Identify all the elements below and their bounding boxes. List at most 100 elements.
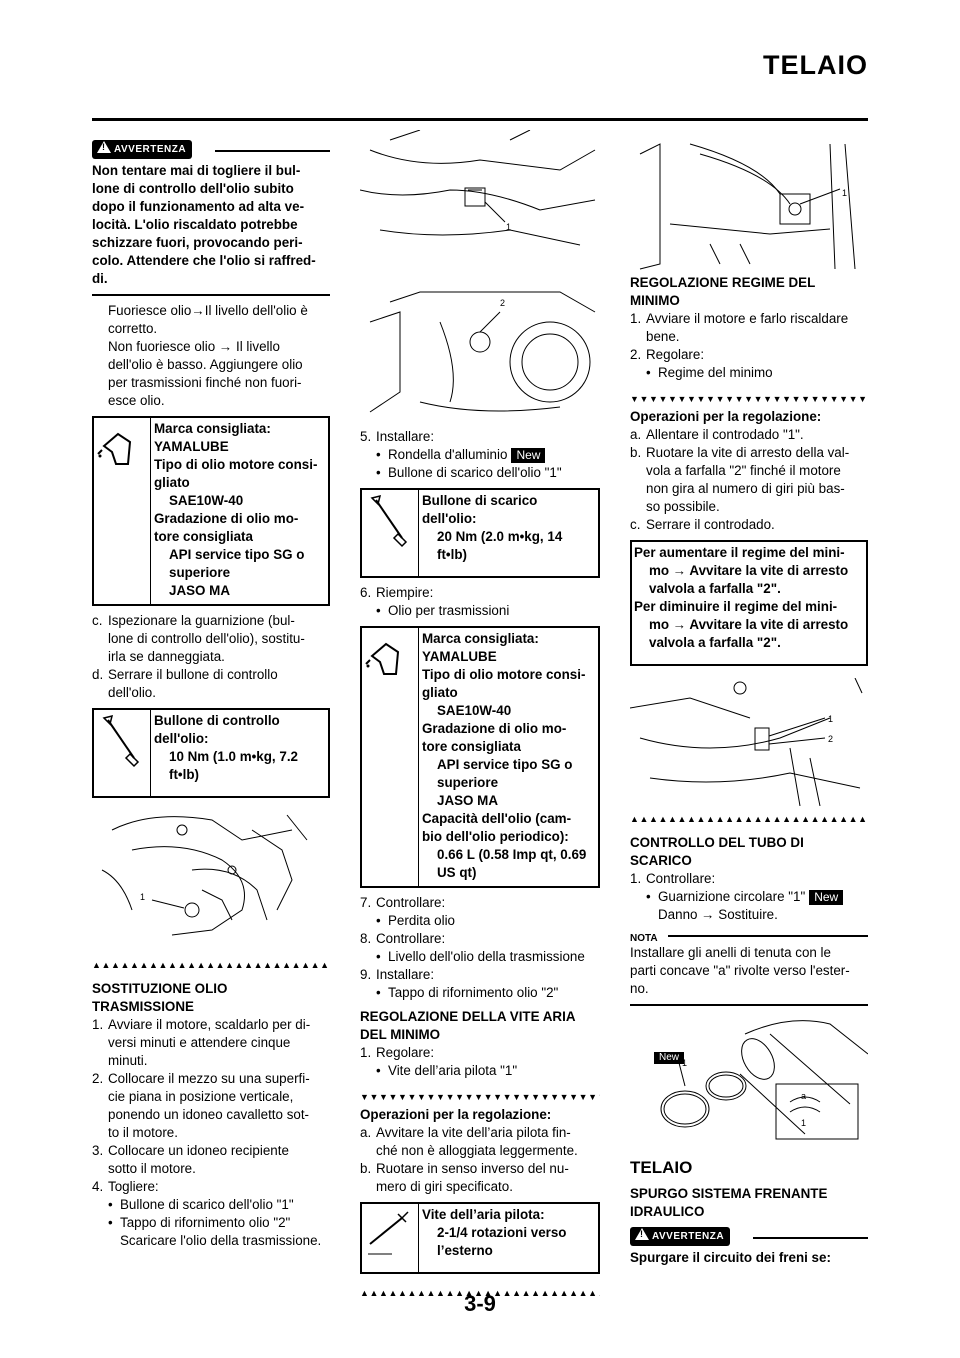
section-title-brake: SPURGO SISTEMA FRENANTE IDRAULICO (630, 1186, 828, 1219)
ops-divider-end: ▲▲▲▲▲▲▲▲▲▲▲▲▲▲▲▲▲▲▲▲▲▲▲▲▲▲▲▲▲ (630, 814, 868, 824)
idle-step-2: 2.Regolare: (630, 347, 705, 362)
figure-check-bolt: 1 (92, 810, 330, 950)
ops-title: Operazioni per la regolazione: (360, 1107, 552, 1122)
check-item: Livello dell'olio della trasmissione (360, 948, 600, 966)
throttle-illustration (629, 677, 863, 807)
check-item: Perdita olio (360, 912, 600, 930)
step-4: 4. Togliere: (92, 1179, 159, 1194)
exhaust-step-1: 1.Controllare: (630, 871, 716, 886)
op-b: b.Ruotare in senso inverso del nu-mero d… (360, 1161, 569, 1194)
callout-2: 2 (828, 734, 834, 744)
spec-box-oil-capacity: Marca consigliata: YAMALUBE Tipo di olio… (360, 626, 600, 888)
warning-text: Non tentare mai di togliere il bul- lone… (92, 163, 316, 286)
drain-text: Scaricare l'olio della trasmissione. (120, 1233, 322, 1248)
warning-icon (97, 141, 111, 153)
figure-drain-bolt: 1 (359, 129, 600, 270)
callout-1: 1 (828, 714, 834, 724)
remove-item: Bullone di scarico dell'olio "1" (92, 1196, 330, 1214)
callout-a: a (801, 1091, 807, 1101)
ops-divider-start: ▼▼▼▼▼▼▼▼▼▼▼▼▼▼▼▼▼▼▼▼▼▼▼▼▼▼▼▼▼ (630, 394, 868, 404)
op-a: a.Avvitare la vite dell’aria pilota fin-… (360, 1125, 578, 1158)
warning-rule (215, 150, 330, 152)
fill-item: Olio per trasmissioni (360, 602, 600, 620)
figure-idle: 1 (630, 134, 868, 274)
figure-gasket: New 1 a 1 (630, 1014, 869, 1149)
new-tag: New (654, 1052, 685, 1064)
op-a: a.Allentare il controdado "1". (630, 427, 804, 442)
adjust-item: Vite dell’aria pilota "1" (360, 1062, 600, 1080)
warning-badge: AVVERTENZA (92, 140, 193, 159)
step-d: d. Serrare il bullone di controllo dell'… (92, 667, 278, 700)
callout-1: 1 (801, 1118, 807, 1128)
callout-1: 1 (140, 892, 146, 902)
section-title-idle: REGOLAZIONE REGIME DEL MINIMO (630, 275, 816, 308)
spec-box-oil: Marca consigliata: YAMALUBE Tipo di olio… (92, 416, 330, 606)
callout-1: 1 (842, 188, 848, 198)
header-rule (92, 118, 868, 121)
note-rule (668, 935, 868, 937)
check-item: Guarnizione circolare "1"New (630, 888, 868, 906)
spec-box-check-bolt: Bullone di controllo dell'olio: 10 Nm (1… (92, 708, 330, 798)
callout-1: 1 (682, 1058, 688, 1068)
step-2: 2. Collocare il mezzo su una superfi-cie… (92, 1071, 310, 1140)
step-8: 8.Controllare: (360, 931, 446, 946)
oil-can-icon (94, 418, 151, 604)
remove-item: Tappo di rifornimento olio "2" (92, 1214, 330, 1232)
check-result: Danno → Sostituire. (658, 907, 778, 922)
spec-box-drain-bolt: Bullone di scarico dell'olio: 20 Nm (2.0… (360, 488, 600, 578)
new-tag: New (809, 890, 844, 905)
figure-throttle-stop: 1 2 (629, 677, 868, 807)
engine-illustration (101, 814, 308, 936)
step-1: 1. Avviare il motore, scaldarlo per di-v… (92, 1017, 311, 1068)
warning-icon (635, 1228, 649, 1240)
section-title-oil-change: SOSTITUZIONE OLIO TRASMISSIONE (92, 981, 228, 1014)
step-7: 7.Controllare: (360, 895, 446, 910)
ops-divider-end: ▲▲▲▲▲▲▲▲▲▲▲▲▲▲▲▲▲▲▲▲▲▲▲▲▲▲▲▲▲ (360, 1288, 600, 1298)
idle-adjust-box: Per aumentare il regime del mini- mo → A… (630, 540, 868, 666)
warning-header: AVVERTENZA (92, 140, 330, 162)
carburetor-illustration (639, 143, 856, 270)
torque-wrench-icon (94, 710, 151, 796)
section-title-exhaust: CONTROLLO DEL TUBO DI SCARICO (630, 835, 804, 868)
note-label: NOTA (630, 933, 658, 944)
callout-1: 1 (506, 222, 512, 232)
warning-end-rule (92, 294, 330, 296)
ops-title: Operazioni per la regolazione: (630, 409, 822, 424)
warning-text: Spurgare il circuito dei freni se: (630, 1250, 831, 1265)
callout-2: 2 (500, 298, 506, 308)
screwdriver-icon (362, 1204, 419, 1272)
column-1: AVVERTENZA Non tentare mai di togliere i… (92, 0, 330, 1250)
warning-header: AVVERTENZA (630, 1227, 868, 1249)
oil-check-text: Fuoriesce olio→Il livello dell'olio è co… (108, 303, 308, 408)
adjust-item: Regime del minimo (630, 364, 868, 382)
engine-filler-illustration (369, 291, 596, 413)
op-b: b.Ruotare la vite di arresto della val-v… (630, 445, 850, 514)
note-header: NOTA (630, 928, 868, 944)
step-5: 5.Installare: (360, 429, 435, 444)
torque-wrench-icon (362, 490, 419, 576)
ops-divider-start: ▼▼▼▼▼▼▼▼▼▼▼▼▼▼▼▼▼▼▼▼▼▼▼▼▼▼▼▼▼ (360, 1092, 600, 1102)
new-tag: New (511, 448, 546, 463)
adjust-step-1: 1.Regolare: (360, 1045, 435, 1060)
note-text: Installare gli anelli di tenuta con le p… (630, 945, 850, 996)
op-c: c.Serrare il controdado. (630, 517, 775, 532)
step-c: c. Ispezionare la guarnizione (bul- lone… (92, 613, 305, 664)
install-item: Tappo di rifornimento olio "2" (360, 984, 600, 1002)
step-9: 9.Installare: (360, 967, 435, 982)
step-6: 6.Riempire: (360, 585, 434, 600)
figure-filler-cap: 2 (360, 282, 600, 422)
section-title-pilot-air: REGOLAZIONE DELLA VITE ARIA DEL MINIMO (360, 1009, 576, 1042)
oil-can-icon (362, 628, 419, 886)
warning-badge: AVVERTENZA (630, 1227, 731, 1246)
page-number: 3-9 (464, 1291, 496, 1316)
note-end-rule (630, 1004, 868, 1006)
gasket-illustration (660, 1020, 869, 1140)
spec-box-pilot-screw: Vite dell’aria pilota: 2-1/4 rotazioni v… (360, 1202, 600, 1274)
column-2: 1 2 5.Installare: Rondella d'alluminioNe… (359, 0, 600, 1298)
chapter-title: TELAIO (630, 1158, 693, 1177)
column-3: 1 REGOLAZIONE REGIME DEL MINIMO 1.Avviar… (629, 0, 869, 1267)
engine-drain-illustration (359, 129, 596, 246)
